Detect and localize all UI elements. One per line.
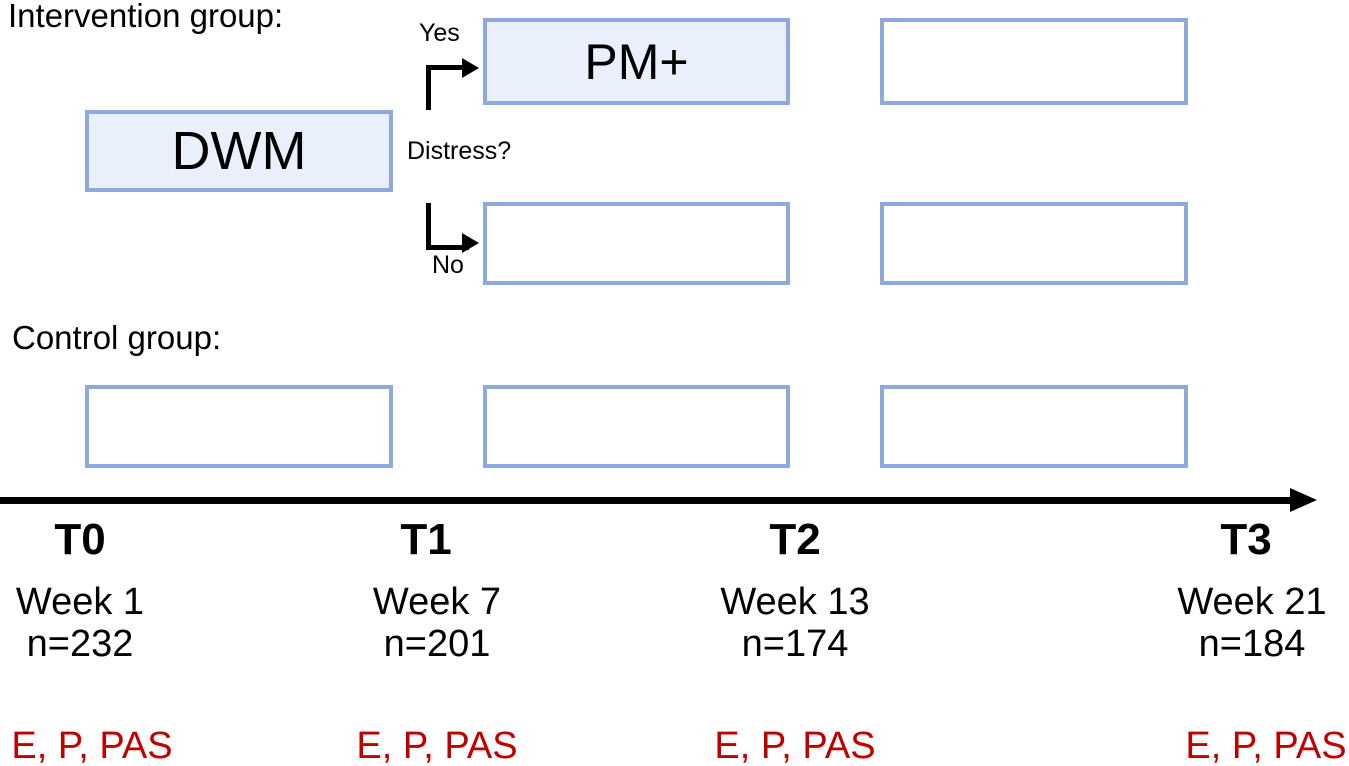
measures-label: E, P, PAS	[714, 725, 876, 766]
week-label: Week 7	[372, 581, 502, 623]
distress-question-label: Distress?	[407, 137, 512, 165]
no-branch-label: No	[432, 251, 464, 279]
intervention-no-box	[483, 202, 790, 285]
week-label: Week 13	[720, 581, 870, 623]
measures-label: E, P, PAS	[11, 725, 173, 766]
week-label: Week 1	[15, 581, 145, 623]
yes-branch-arrowhead-icon	[462, 58, 479, 78]
timepoint-label: T0	[54, 515, 106, 564]
sample-size-label: n=174	[741, 623, 849, 665]
yes-branch-label: Yes	[419, 19, 460, 47]
timepoint-t1: T1 Week 7 n=201 E, P, PAS	[267, 515, 607, 766]
timepoint-label: T2	[769, 515, 821, 564]
control-box-2	[483, 385, 790, 468]
timepoint-label: T1	[400, 515, 452, 564]
pm-plus-box: PM+	[483, 18, 790, 105]
dwm-box: DWM	[85, 110, 393, 192]
control-box-1	[85, 385, 393, 468]
timepoint-label: T3	[1220, 515, 1272, 564]
no-branch-arrowhead-icon	[462, 233, 479, 253]
yes-branch-arrow	[426, 65, 469, 110]
timeline-axis	[0, 497, 1292, 504]
no-branch-arrow	[426, 203, 469, 250]
week-label: Week 21	[1177, 581, 1327, 623]
timepoint-t0: T0 Week 1 n=232 E, P, PAS	[0, 515, 250, 766]
intervention-yes-followup-box	[880, 18, 1188, 105]
measures-label: E, P, PAS	[1185, 725, 1347, 766]
measures-label: E, P, PAS	[356, 725, 518, 766]
timepoint-t3: T3 Week 21 n=184 E, P, PAS	[1082, 515, 1349, 766]
timepoint-t2: T2 Week 13 n=174 E, P, PAS	[625, 515, 965, 766]
control-box-3	[880, 385, 1188, 468]
pm-plus-box-label: PM+	[584, 33, 689, 90]
dwm-box-label: DWM	[171, 121, 307, 181]
intervention-group-label: Intervention group:	[8, 0, 284, 34]
sample-size-label: n=184	[1198, 623, 1306, 665]
sample-size-label: n=232	[26, 623, 134, 665]
intervention-no-followup-box	[880, 202, 1188, 285]
control-group-label: Control group:	[12, 319, 222, 356]
sample-size-label: n=201	[383, 623, 491, 665]
timeline-arrowhead-icon	[1290, 488, 1317, 512]
